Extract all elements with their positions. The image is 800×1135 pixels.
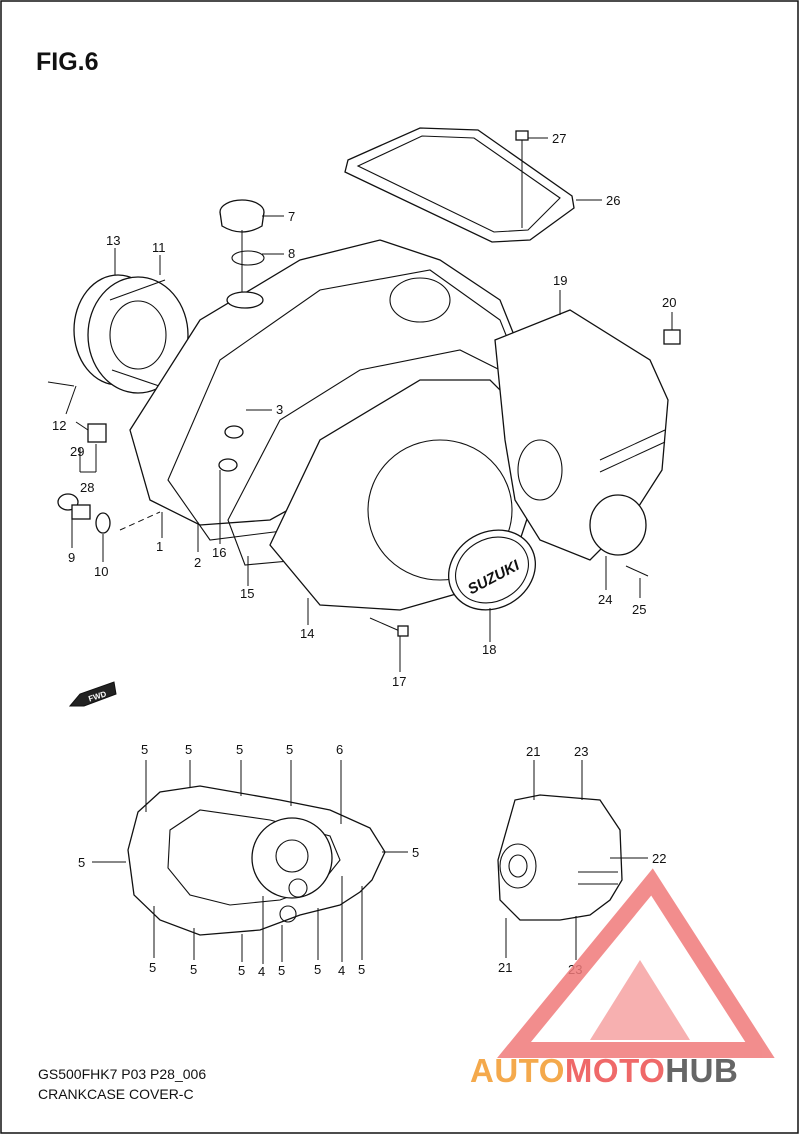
part-3-16-dowel-pins <box>218 425 244 472</box>
footer-model-code: GS500FHK7 P03 P28_006 <box>38 1066 207 1082</box>
callout-11: 11 <box>152 240 166 255</box>
lr-label-3: 22 <box>652 851 666 866</box>
lower-right-cover-view <box>497 794 623 921</box>
part-29-sensor <box>75 421 107 443</box>
callout-29: 29 <box>70 444 84 459</box>
ll-label-8: 5 <box>149 960 156 975</box>
watermark-part-hub: HUB <box>665 1052 739 1089</box>
callout-24: 24 <box>598 592 612 607</box>
ll-label-13: 5 <box>314 962 321 977</box>
ll-label-12: 5 <box>278 963 285 978</box>
part-8-o-ring <box>231 250 265 266</box>
callout-15: 15 <box>240 586 254 601</box>
watermark-wordmark: AUTOMOTOHUB <box>470 1052 738 1090</box>
part-10-washer <box>95 512 111 534</box>
footer-section-name: CRANKCASE COVER-C <box>38 1086 194 1102</box>
part-9-drain-plug <box>57 493 91 520</box>
callout-1: 1 <box>156 539 163 554</box>
part-26-cover-plate <box>344 127 575 243</box>
callout-12: 12 <box>52 418 66 433</box>
ll-label-14: 4 <box>338 963 345 978</box>
callout-7: 7 <box>288 209 295 224</box>
callout-28: 28 <box>80 480 94 495</box>
callout-20: 20 <box>662 295 676 310</box>
part-12-bolt <box>47 381 75 387</box>
part-17-bolt <box>369 617 409 637</box>
part-25-screw <box>625 565 649 577</box>
part-27-bolt <box>515 130 529 158</box>
callout-8: 8 <box>288 246 295 261</box>
ll-label-5: 6 <box>336 742 343 757</box>
ll-label-6: 5 <box>78 855 85 870</box>
figure-title: FIG.6 <box>36 48 99 76</box>
ll-label-3: 5 <box>236 742 243 757</box>
part-24-cover <box>589 494 647 556</box>
ll-label-7: 5 <box>412 845 419 860</box>
ll-label-15: 5 <box>358 962 365 977</box>
callout-16: 16 <box>212 545 226 560</box>
callout-10: 10 <box>94 564 108 579</box>
fwd-direction-badge: FWD <box>68 681 117 707</box>
callout-26: 26 <box>606 193 620 208</box>
part-13-11-left-cover <box>73 274 189 394</box>
callout-2: 2 <box>194 555 201 570</box>
callout-27: 27 <box>552 131 566 146</box>
lr-label-2: 23 <box>574 744 588 759</box>
lr-label-1: 21 <box>526 744 540 759</box>
callout-3: 3 <box>276 402 283 417</box>
lower-left-leaders <box>92 760 408 964</box>
ll-label-4: 5 <box>286 742 293 757</box>
lower-right-leaders <box>505 760 648 960</box>
ll-label-1: 5 <box>141 742 148 757</box>
watermark-logo-mark <box>497 868 775 1058</box>
callout-25: 25 <box>632 602 646 617</box>
callout-14: 14 <box>300 626 314 641</box>
leader-lines <box>65 137 673 672</box>
callout-17: 17 <box>392 674 406 689</box>
ll-label-10: 5 <box>238 963 245 978</box>
callout-19: 19 <box>553 273 567 288</box>
callout-9: 9 <box>68 550 75 565</box>
watermark-part-moto: MOTO <box>564 1052 666 1089</box>
watermark-part-auto: AUTO <box>470 1052 565 1089</box>
lower-left-gasket-view <box>127 785 386 936</box>
lr-label-4: 21 <box>498 960 512 975</box>
callout-18: 18 <box>482 642 496 657</box>
part-18-emblem: SUZUKI <box>447 529 537 611</box>
part-20-collar <box>663 329 681 345</box>
ll-label-9: 5 <box>190 962 197 977</box>
ll-label-11: 4 <box>258 964 265 979</box>
callout-13: 13 <box>106 233 120 248</box>
ll-label-2: 5 <box>185 742 192 757</box>
